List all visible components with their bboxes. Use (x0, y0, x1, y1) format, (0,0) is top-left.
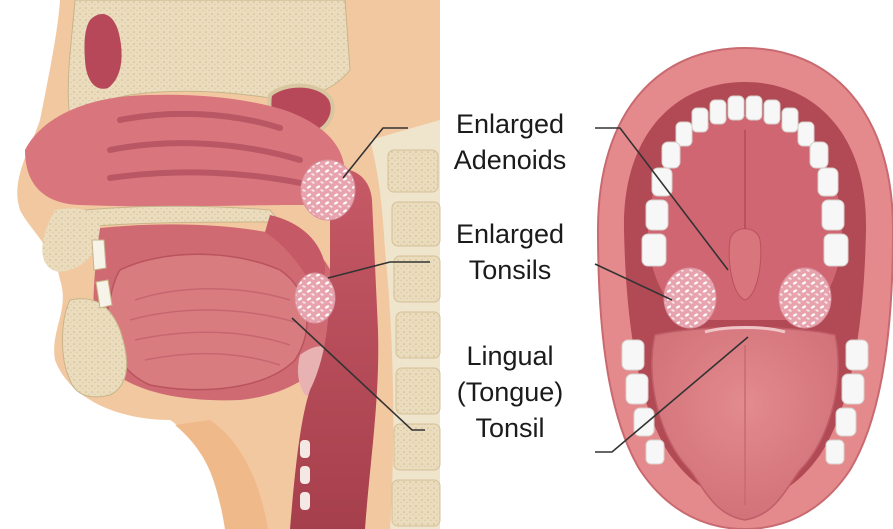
label-lingual-tonsil: Lingual (Tongue) Tonsil (425, 338, 595, 446)
tonsil-side-view (295, 273, 335, 323)
tongue-section (107, 254, 307, 389)
tonsil-right-front (779, 268, 831, 328)
open-mouth-front-view (598, 48, 893, 529)
adenoids-side-view (301, 160, 355, 220)
label-tonsils-line1: Enlarged (425, 216, 595, 252)
label-enlarged-adenoids: Enlarged Adenoids (425, 106, 595, 178)
label-adenoids-line1: Enlarged (425, 106, 595, 142)
label-adenoids-line2: Adenoids (425, 142, 595, 178)
tonsil-left-front (664, 268, 716, 328)
label-enlarged-tonsils: Enlarged Tonsils (425, 216, 595, 288)
head-cross-section (17, 0, 440, 529)
frontal-sinus (85, 14, 122, 89)
trachea-rings (300, 440, 310, 510)
incisor-upper (92, 240, 106, 270)
label-lingual-line2: (Tongue) (425, 374, 595, 410)
label-lingual-line1: Lingual (425, 338, 595, 374)
label-lingual-line3: Tonsil (425, 410, 595, 446)
label-tonsils-line2: Tonsils (425, 252, 595, 288)
